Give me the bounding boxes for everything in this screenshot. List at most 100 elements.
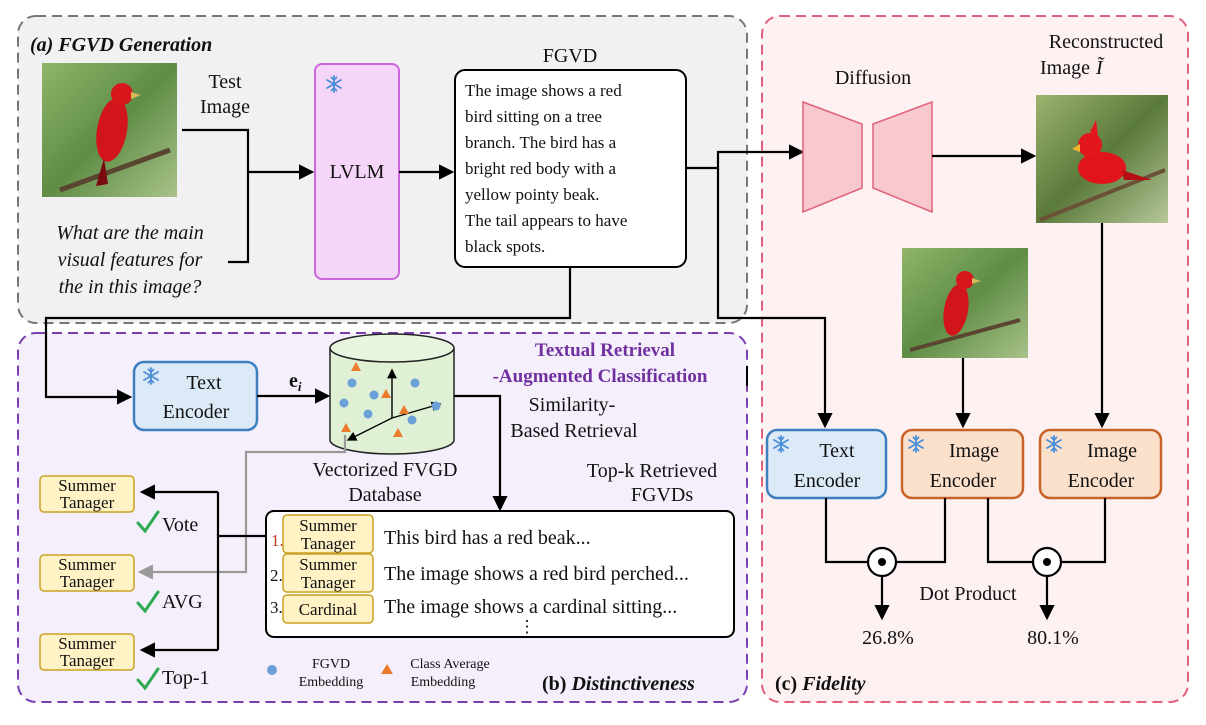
avg-label: AVG — [162, 591, 203, 613]
svg-text:Tanager: Tanager — [60, 493, 115, 512]
image-encoder-reconstructed: Image Encoder — [1038, 428, 1163, 500]
textual-retrieval-title-1: Textual Retrieval — [535, 340, 675, 361]
svg-text:Tanager: Tanager — [301, 534, 356, 553]
dot-product-2-connector — [986, 498, 1033, 564]
retrieved-text-2: The image shows a red bird perched... — [384, 563, 689, 585]
retrieved-label-tag-1 — [282, 514, 374, 554]
svg-text:Text: Text — [819, 440, 855, 462]
prediction-vote: Summer Tanager — [39, 475, 135, 513]
vote-label: Vote — [162, 514, 198, 536]
score-text-image: 26.8% — [862, 627, 914, 649]
top1-label: Top-1 — [162, 667, 209, 689]
check-icon — [136, 510, 160, 534]
prediction-avg: Summer Tanager — [39, 554, 135, 592]
fgvd-to-fidelity-text-encoder-arrow — [716, 168, 833, 429]
similarity-label-2: Based Retrieval — [510, 420, 638, 442]
dot-product-1-connector — [824, 498, 868, 564]
svg-text:yellow pointy beak.: yellow pointy beak. — [465, 185, 600, 204]
reconstructed-label-1: Reconstructed — [1049, 31, 1163, 53]
svg-text:The image shows a red: The image shows a red — [465, 81, 622, 100]
image-encoder-reference: Image Encoder — [900, 428, 1025, 500]
fgvd-text: The image shows a red bird sitting on a … — [465, 81, 627, 256]
svg-text:Summer: Summer — [58, 634, 116, 653]
diffusion-label: Diffusion — [835, 67, 911, 89]
embedding-symbol: ei — [289, 370, 302, 394]
retrieved-item: 1. Summer Tanager This bird has a red be… — [271, 514, 591, 554]
check-icon — [136, 667, 160, 691]
retrieved-text-1: This bird has a red beak... — [384, 527, 591, 549]
svg-text:Cardinal: Cardinal — [299, 600, 358, 619]
textual-retrieval-title-2: -Augmented Classification — [493, 366, 708, 387]
legend-fgvd-1: FGVD — [312, 657, 350, 672]
svg-text:Summer: Summer — [299, 516, 357, 535]
topk-label-2: FGVDs — [631, 484, 693, 506]
dot-product-2-connector-right — [1061, 498, 1107, 564]
svg-text:Tanager: Tanager — [60, 572, 115, 591]
legend-class-avg-1: Class Average — [410, 657, 489, 672]
retrieved-rank-2: 2. — [270, 566, 283, 585]
database-to-topk-arrow — [454, 394, 508, 512]
database-label-1: Vectorized FVGD — [313, 459, 458, 481]
retrieved-results-box — [265, 510, 735, 638]
retrieved-ellipsis: ⋮ — [519, 617, 536, 636]
retrieved-item: 3. Cardinal The image shows a cardinal s… — [270, 594, 677, 624]
dot-product-icon — [1031, 546, 1063, 578]
database-to-avg-arrow — [137, 435, 347, 580]
svg-text:Summer: Summer — [58, 476, 116, 495]
retrieved-item: 2. Summer Tanager The image shows a red … — [270, 553, 689, 593]
question-to-lvlm-connector — [228, 172, 250, 264]
panel-a-title: (a) FGVD Generation — [30, 34, 212, 56]
reconstructed-image — [1036, 95, 1168, 223]
dot-product-icon — [866, 546, 898, 578]
text-encoder-b-label-1: Text — [186, 372, 222, 394]
vector-database — [329, 333, 455, 455]
svg-text:Encoder: Encoder — [794, 470, 861, 492]
svg-text:branch. The bird has a: branch. The bird has a — [465, 133, 617, 152]
svg-text:Tanager: Tanager — [60, 651, 115, 670]
retrieved-rank-3: 3. — [270, 598, 283, 617]
retrieved-rank-1: 1. — [271, 531, 284, 550]
text-encoder-b-label-2: Encoder — [163, 401, 230, 423]
svg-text:Summer: Summer — [299, 555, 357, 574]
test-image — [42, 63, 177, 197]
svg-text:Summer: Summer — [58, 555, 116, 574]
question-line-2: visual features for — [58, 249, 203, 271]
reference-image — [902, 248, 1028, 358]
score-image-image: 80.1% — [1027, 627, 1079, 649]
test-image-label-2: Image — [200, 96, 250, 118]
panel-c-title: (c) Fidelity — [775, 673, 866, 695]
database-label-2: Database — [348, 484, 421, 506]
test-image-label-1: Test — [208, 71, 241, 93]
svg-text:black spots.: black spots. — [465, 237, 545, 256]
svg-text:The tail appears to have: The tail appears to have — [465, 211, 627, 230]
question-line-1: What are the main — [56, 222, 204, 244]
question-line-3: the in this image? — [59, 276, 202, 298]
dot-product-label: Dot Product — [919, 583, 1017, 605]
similarity-label-1: Similarity- — [529, 394, 616, 416]
retrieved-label-tag-3 — [282, 594, 374, 624]
fgvd-title: FGVD — [543, 45, 597, 67]
fgvd-to-text-encoder-arrow — [44, 267, 572, 405]
svg-text:bright red body with a: bright red body with a — [465, 159, 617, 178]
svg-text:Image: Image — [1087, 440, 1137, 462]
class-average-legend-icon — [381, 664, 393, 674]
image-to-lvlm-connector — [182, 128, 250, 172]
dot-product-1-connector-right — [896, 498, 947, 564]
svg-text:bird sitting on a tree: bird sitting on a tree — [465, 107, 602, 126]
svg-text:Image: Image — [949, 440, 999, 462]
prediction-top1: Summer Tanager — [39, 633, 135, 671]
svg-text:Tanager: Tanager — [301, 573, 356, 592]
text-encoder-c: Text Encoder — [765, 428, 888, 500]
panel-b-title: (b) Distinctiveness — [542, 673, 695, 695]
svg-text:Encoder: Encoder — [1068, 470, 1135, 492]
topk-label-1: Top-k Retrieved — [587, 460, 717, 482]
legend-fgvd-2: Embedding — [299, 675, 364, 690]
fgvd-to-diffusion-arrow — [686, 144, 805, 170]
lvlm-label: LVLM — [330, 161, 385, 183]
diffusion-model — [802, 100, 933, 214]
retrieved-label-tag-2 — [282, 553, 374, 593]
svg-text:Encoder: Encoder — [930, 470, 997, 492]
legend-class-avg-2: Embedding — [411, 675, 476, 690]
check-icon — [136, 590, 160, 614]
